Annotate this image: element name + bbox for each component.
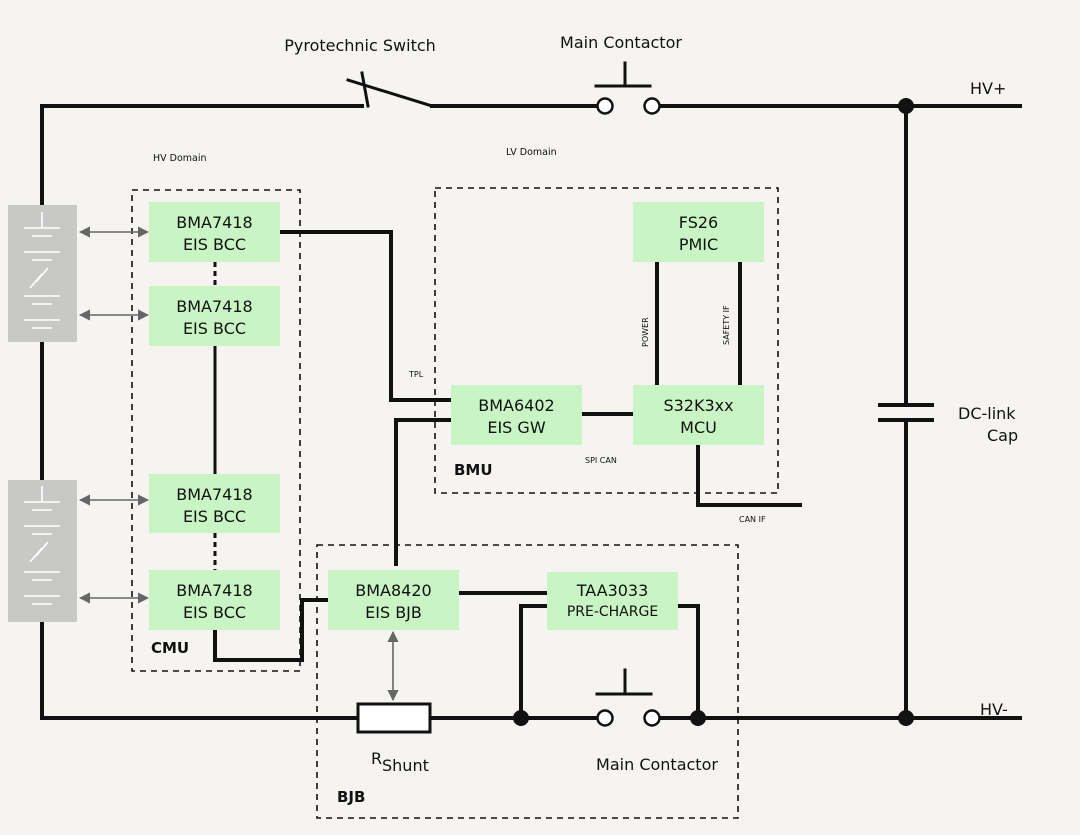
- battery-module-bottom: [8, 480, 77, 622]
- pyrotechnic-switch: [346, 71, 434, 108]
- junction-dot: [898, 710, 914, 726]
- pmic-block: FS26 PMIC: [633, 202, 764, 262]
- svg-text:BMA8420: BMA8420: [355, 581, 431, 600]
- hv-plus-rail: [40, 104, 1022, 247]
- svg-text:MCU: MCU: [680, 418, 717, 437]
- precharge-left-wire: [519, 604, 550, 720]
- hv-domain-label: HV Domain: [153, 153, 207, 164]
- bcc-block-2: BMA7418 EIS BCC: [149, 286, 280, 346]
- main-contactor-bottom: [595, 668, 661, 727]
- main-contactor-bottom-label: Main Contactor: [596, 755, 718, 774]
- precharge-right-wire: [675, 604, 700, 720]
- svg-text:EIS BCC: EIS BCC: [183, 235, 246, 254]
- bcc-block-1: BMA7418 EIS BCC: [149, 202, 280, 262]
- can-if-wire: [696, 442, 802, 507]
- power-label: POWER: [641, 317, 650, 347]
- hv-plus-label: HV+: [970, 79, 1006, 98]
- mcu-block: S32K3xx MCU: [633, 385, 764, 445]
- junction-dot: [690, 710, 706, 726]
- dc-link-label: DC-link: [958, 404, 1016, 423]
- main-contactor-top-label: Main Contactor: [560, 33, 682, 52]
- svg-text:BMA7418: BMA7418: [176, 213, 252, 232]
- shunt-resistor: [356, 702, 432, 734]
- bjb-group-box: [316, 544, 739, 819]
- hv-minus-rail: [40, 618, 1022, 720]
- svg-text:EIS BCC: EIS BCC: [183, 507, 246, 526]
- battery-module-top: [8, 205, 77, 342]
- bjb-chip-block: BMA8420 EIS BJB: [328, 570, 459, 630]
- bcc-block-3: BMA7418 EIS BCC: [149, 474, 280, 533]
- svg-text:TAA3033: TAA3033: [576, 581, 649, 600]
- bmu-label: BMU: [454, 461, 493, 479]
- svg-text:PRE-CHARGE: PRE-CHARGE: [567, 604, 658, 620]
- svg-text:PMIC: PMIC: [679, 235, 718, 254]
- cmu-label: CMU: [151, 639, 189, 657]
- r-shunt-label: R: [371, 749, 382, 768]
- svg-text:FS26: FS26: [679, 213, 718, 232]
- svg-text:EIS BCC: EIS BCC: [183, 319, 246, 338]
- svg-text:EIS BJB: EIS BJB: [365, 603, 422, 622]
- cmu-group-box: [131, 189, 301, 672]
- lv-domain-label: LV Domain: [506, 147, 557, 158]
- cap-label: Cap: [987, 426, 1018, 445]
- svg-text:EIS GW: EIS GW: [487, 418, 545, 437]
- main-contactor-top: [594, 61, 661, 115]
- bcc-daisy-chain: [213, 230, 454, 662]
- bjb-to-gw-wire: [394, 418, 454, 566]
- svg-text:BMA7418: BMA7418: [176, 485, 252, 504]
- svg-text:BMA7418: BMA7418: [176, 581, 252, 600]
- svg-text:BMA6402: BMA6402: [478, 396, 554, 415]
- bjb-label: BJB: [337, 788, 365, 806]
- tpl-label: TPL: [408, 370, 424, 379]
- precharge-block: TAA3033 PRE-CHARGE: [547, 572, 678, 630]
- svg-text:S32K3xx: S32K3xx: [663, 396, 733, 415]
- hv-minus-label: HV-: [980, 700, 1008, 719]
- svg-text:EIS BCC: EIS BCC: [183, 603, 246, 622]
- dc-link-capacitor: [878, 98, 934, 726]
- gateway-block: BMA6402 EIS GW: [451, 385, 582, 445]
- junction-dot: [513, 710, 529, 726]
- r-shunt-subscript: Shunt: [382, 756, 429, 775]
- safety-if-label: SAFETY IF: [722, 305, 731, 345]
- spi-can-label: SPI CAN: [585, 456, 617, 465]
- bmu-group-box: [434, 187, 779, 494]
- bcc-block-4: BMA7418 EIS BCC: [149, 570, 280, 630]
- svg-text:BMA7418: BMA7418: [176, 297, 252, 316]
- pyro-switch-label: Pyrotechnic Switch: [284, 36, 436, 55]
- can-if-label: CAN IF: [739, 515, 766, 524]
- junction-dot: [898, 98, 914, 114]
